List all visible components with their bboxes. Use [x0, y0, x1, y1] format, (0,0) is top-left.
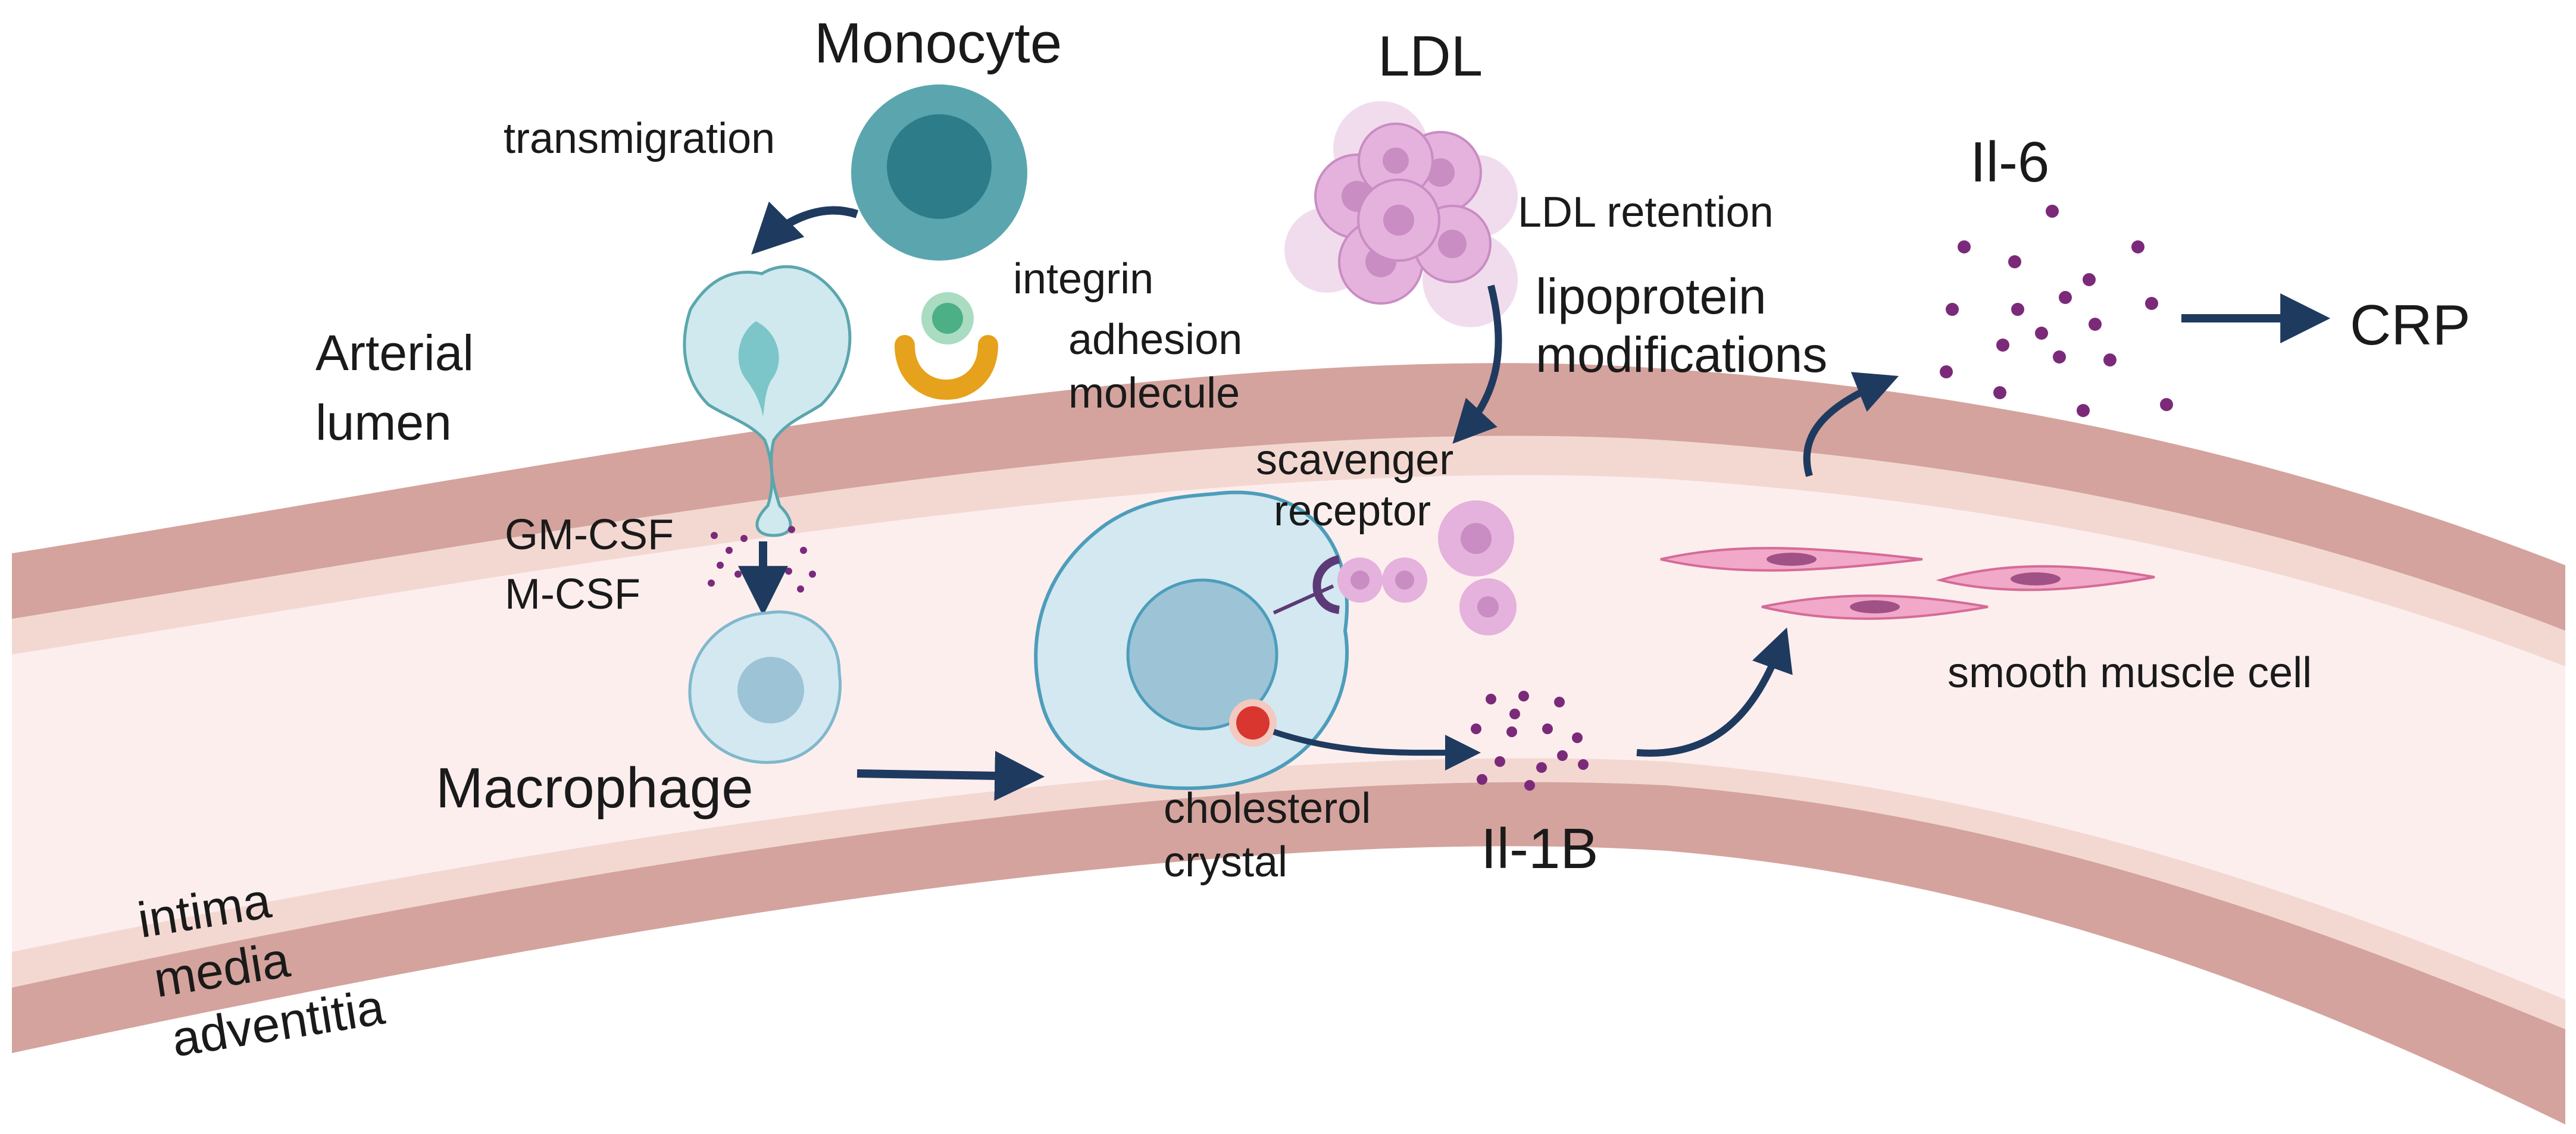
adhesion-molecule — [895, 335, 998, 400]
gm-csf-label: GM-CSF — [505, 511, 674, 559]
integrin-molecule — [921, 292, 974, 344]
scavenger-receptor — [1312, 555, 1340, 614]
ldl-cluster — [1284, 101, 1518, 327]
cholesterol-label: cholesterol — [1164, 785, 1371, 832]
transmigrating-monocyte — [683, 265, 852, 537]
molecule-label: molecule — [1068, 369, 1240, 417]
ldl-label: LDL — [1378, 24, 1483, 88]
macrophage-arrow — [856, 750, 1045, 801]
il-1b-dots — [1471, 691, 1589, 791]
macrophage-label: Macrophage — [436, 756, 754, 820]
crystal-label: crystal — [1164, 838, 1288, 886]
transmigration-arrow — [751, 201, 859, 255]
monocyte-cell — [851, 84, 1027, 261]
arterial-label: Arterial — [315, 325, 474, 381]
lipoprotein-label: lipoprotein — [1536, 268, 1767, 324]
il-6-dots — [1940, 205, 2173, 417]
smooth-muscle-cell-label: smooth muscle cell — [1947, 649, 2312, 697]
adhesion-label: adhesion — [1068, 316, 1243, 364]
m-csf-label: M-CSF — [505, 571, 640, 618]
integrin-label: integrin — [1013, 255, 1154, 303]
crp-label: CRP — [2350, 293, 2471, 357]
monocyte-label: Monocyte — [814, 11, 1062, 75]
il-1b-to-smc-arrow — [1636, 627, 1793, 757]
il-1b-label: Il-1B — [1481, 817, 1599, 881]
modified-ldl-particles — [1337, 500, 1517, 635]
ldl-to-receptor-arrow — [1452, 284, 1502, 444]
transmigration-label: transmigration — [504, 115, 776, 162]
crystal-to-il1b-arrow — [1273, 729, 1481, 771]
smooth-muscle-cells — [1660, 547, 2155, 620]
lumen-label: lumen — [315, 394, 452, 450]
modifications-label: modifications — [1536, 327, 1828, 383]
cholesterol-crystal-shape — [1229, 699, 1277, 747]
ldl-retention-label: LDL retention — [1518, 189, 1774, 236]
scavenger-label: scavenger — [1256, 436, 1454, 484]
small-macrophage — [688, 610, 842, 764]
receptor-label: receptor — [1274, 487, 1431, 535]
il-6-label: Il-6 — [1970, 130, 2050, 194]
smc-to-il6-arrow — [1803, 372, 1899, 477]
